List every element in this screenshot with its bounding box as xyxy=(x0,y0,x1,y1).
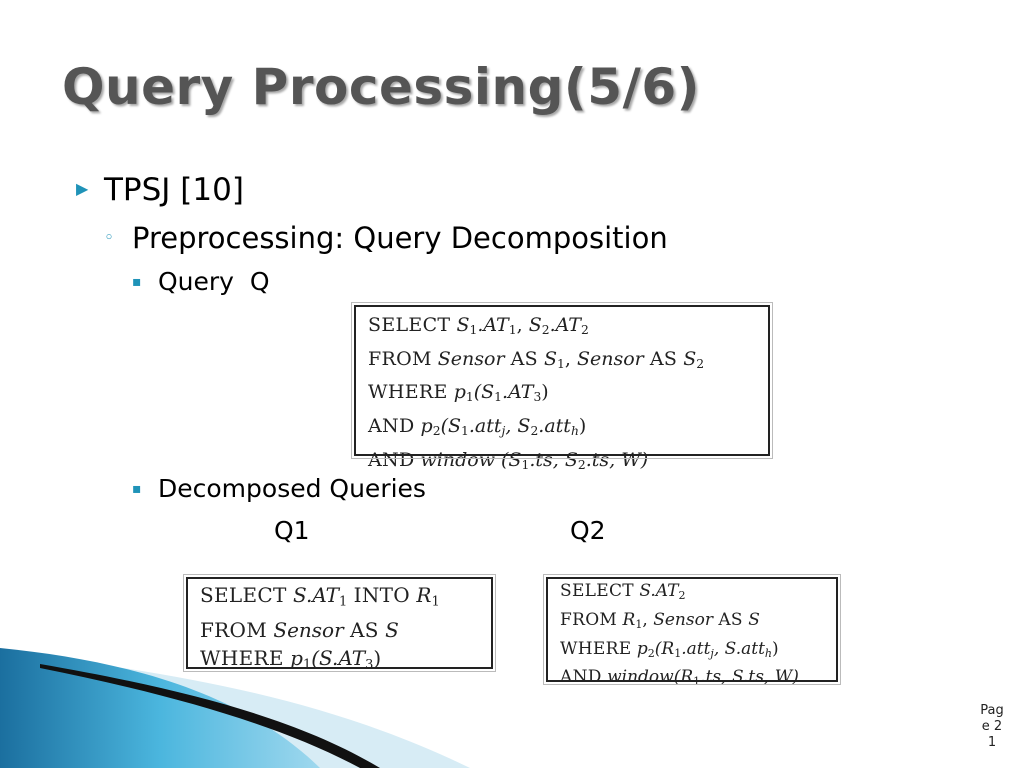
bullet-tpsj: ▶ TPSJ [10] xyxy=(76,172,244,208)
bullet-decomposed: ▪ Decomposed Queries xyxy=(132,474,426,503)
bullet-text: Preprocessing: Query Decomposition xyxy=(132,221,668,255)
footer-black-stripe xyxy=(40,664,380,768)
slide-title: Query Processing(5/6) xyxy=(62,58,700,116)
dot-bullet-icon: ▪ xyxy=(132,274,142,290)
ring-bullet-icon: ◦ xyxy=(104,228,115,248)
query-q1-box: SELECT S.AT1 INTO R1 FROM Sensor AS S WH… xyxy=(183,574,496,673)
sql-from-line: FROM Sensor AS S1, Sensor AS S2 xyxy=(368,347,705,371)
bullet-preprocessing: ◦ Preprocessing: Query Decomposition xyxy=(104,221,668,255)
sql-select-line: SELECT S1.AT1, S2.AT2 xyxy=(368,314,589,338)
query-q2-box: SELECT S.AT2 FROM R1, Sensor AS S WHERE … xyxy=(543,574,841,688)
sql-where-line: WHERE p2(R1.attj, S.atth) xyxy=(560,638,779,660)
sql-from-line: FROM R1, Sensor AS S xyxy=(560,609,760,631)
bullet-text: Decomposed Queries xyxy=(158,474,426,503)
bullet-query-q: ▪ Query Q xyxy=(132,267,270,296)
q2-label: Q2 xyxy=(570,516,606,545)
bullet-text: Query Q xyxy=(158,267,270,296)
query-q-box: SELECT S1.AT1, S2.AT2 FROM Sensor AS S1,… xyxy=(351,302,773,472)
triangle-bullet-icon: ▶ xyxy=(76,179,89,198)
footer-blue-band xyxy=(0,648,320,768)
sql-and-line-1: AND p2(S1.attj, S2.atth) xyxy=(368,415,587,439)
sql-and-line: AND window(R1.ts, S.ts, W) xyxy=(560,667,799,688)
sql-where-line: WHERE p1(S1.AT3) xyxy=(368,381,549,405)
bullet-text: TPSJ [10] xyxy=(104,172,244,208)
dot-bullet-icon: ▪ xyxy=(132,481,142,497)
sql-select-line: SELECT S.AT2 xyxy=(560,581,686,602)
sql-where-line: WHERE p1(S.AT3) xyxy=(200,646,382,673)
sql-select-line: SELECT S.AT1 INTO R1 xyxy=(200,583,440,610)
sql-from-line: FROM Sensor AS S xyxy=(200,618,399,643)
q1-label: Q1 xyxy=(274,516,310,545)
page-number: Page 21 xyxy=(980,703,1004,750)
sql-and-line-2: AND window (S1.ts, S2.ts, W) xyxy=(368,448,649,472)
